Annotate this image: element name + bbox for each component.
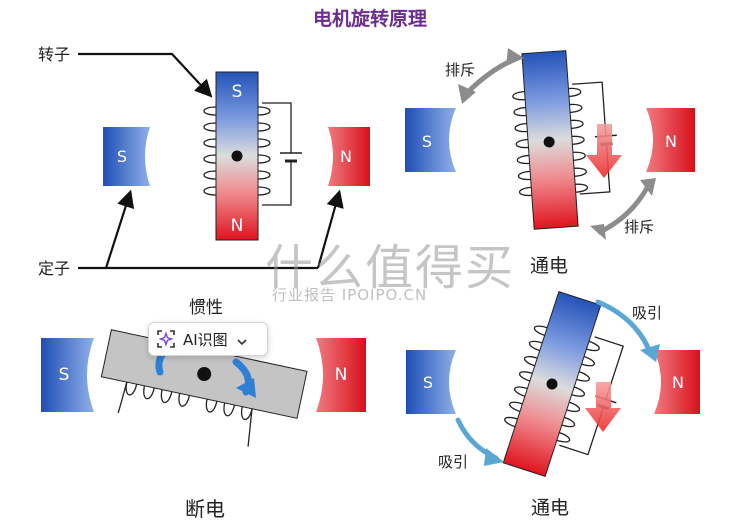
repel-arrowhead-top-a bbox=[506, 48, 524, 66]
attract-label-top: 吸引 bbox=[632, 304, 662, 322]
panel-static-rotor: S N S N 转子 定子 bbox=[38, 45, 370, 278]
stator-south-label: S bbox=[423, 373, 433, 392]
panel-energized-repel: S N 排斥 排斥 通电 bbox=[405, 48, 695, 277]
stator-south-label: S bbox=[117, 147, 127, 166]
repel-arrowhead-top-b bbox=[458, 84, 476, 104]
stator-pointer-arrow-right bbox=[316, 189, 344, 269]
inertia-rotation-arrowhead bbox=[236, 378, 256, 398]
rotor-pivot bbox=[543, 136, 555, 148]
stator-south-magnet bbox=[406, 350, 456, 414]
stator-south-label: S bbox=[59, 365, 70, 385]
stator-south-magnet bbox=[405, 108, 456, 172]
rotor-coil bbox=[117, 381, 253, 447]
repel-label-top: 排斥 bbox=[445, 61, 475, 79]
ai-scan-icon bbox=[155, 328, 177, 350]
stator-south-label: S bbox=[422, 132, 432, 151]
stator-north-magnet bbox=[646, 108, 695, 172]
repel-arrowhead-bottom-a bbox=[640, 178, 656, 196]
stator-north-label: N bbox=[665, 132, 677, 151]
stator-north-label: N bbox=[335, 365, 348, 385]
energized-label-bottom: 通电 bbox=[531, 497, 569, 519]
stator-north-label: N bbox=[672, 373, 684, 392]
attract-arrowhead-bottom bbox=[484, 448, 504, 466]
stator-label: 定子 bbox=[38, 259, 70, 278]
repel-arrow-bottom bbox=[597, 183, 651, 235]
attract-arrowhead-top bbox=[640, 344, 660, 362]
ai-image-recognition-label: AI识图 bbox=[183, 330, 228, 349]
repel-label-bottom: 排斥 bbox=[624, 218, 654, 236]
rotor-pointer-arrow bbox=[78, 52, 213, 98]
rotor-coil bbox=[512, 81, 611, 197]
rotor-south-label: S bbox=[232, 82, 243, 102]
repel-arrowhead-bottom-b bbox=[590, 224, 606, 240]
chevron-down-icon bbox=[236, 333, 248, 346]
rotor-label: 转子 bbox=[38, 45, 70, 64]
energized-label-top: 通电 bbox=[530, 255, 568, 277]
attract-arrow-top bbox=[595, 299, 653, 355]
stator-south-magnet bbox=[103, 127, 150, 186]
force-arrow-down bbox=[586, 124, 622, 178]
rotor-pivot bbox=[231, 150, 243, 162]
power-off-label: 断电 bbox=[185, 497, 225, 521]
panel-energized-attract: S N 吸引 吸引 通电 bbox=[406, 290, 700, 519]
stator-north-label: N bbox=[340, 147, 352, 166]
rotor-pivot bbox=[546, 378, 558, 390]
force-arrow-down bbox=[585, 382, 621, 432]
rotor-north-label: N bbox=[231, 216, 244, 236]
page-title: 电机旋转原理 bbox=[312, 8, 427, 30]
attract-label-bottom: 吸引 bbox=[438, 453, 468, 471]
stator-north-magnet bbox=[328, 127, 370, 186]
ai-image-recognition-button[interactable]: AI识图 bbox=[148, 322, 268, 356]
stator-south-magnet bbox=[41, 338, 94, 412]
stator-north-magnet bbox=[654, 350, 700, 414]
watermark-logo-text: 什么值得买 bbox=[265, 240, 516, 296]
battery-icon bbox=[280, 152, 302, 163]
stator-north-magnet bbox=[316, 338, 366, 412]
inertia-label: 惯性 bbox=[189, 298, 223, 318]
watermark-subtext: 行业报告 IPOIPO.CN bbox=[272, 286, 428, 304]
rotor-pivot bbox=[197, 367, 212, 382]
rotor-coil bbox=[203, 102, 292, 206]
stator-pointer-arrow-left bbox=[104, 189, 135, 269]
